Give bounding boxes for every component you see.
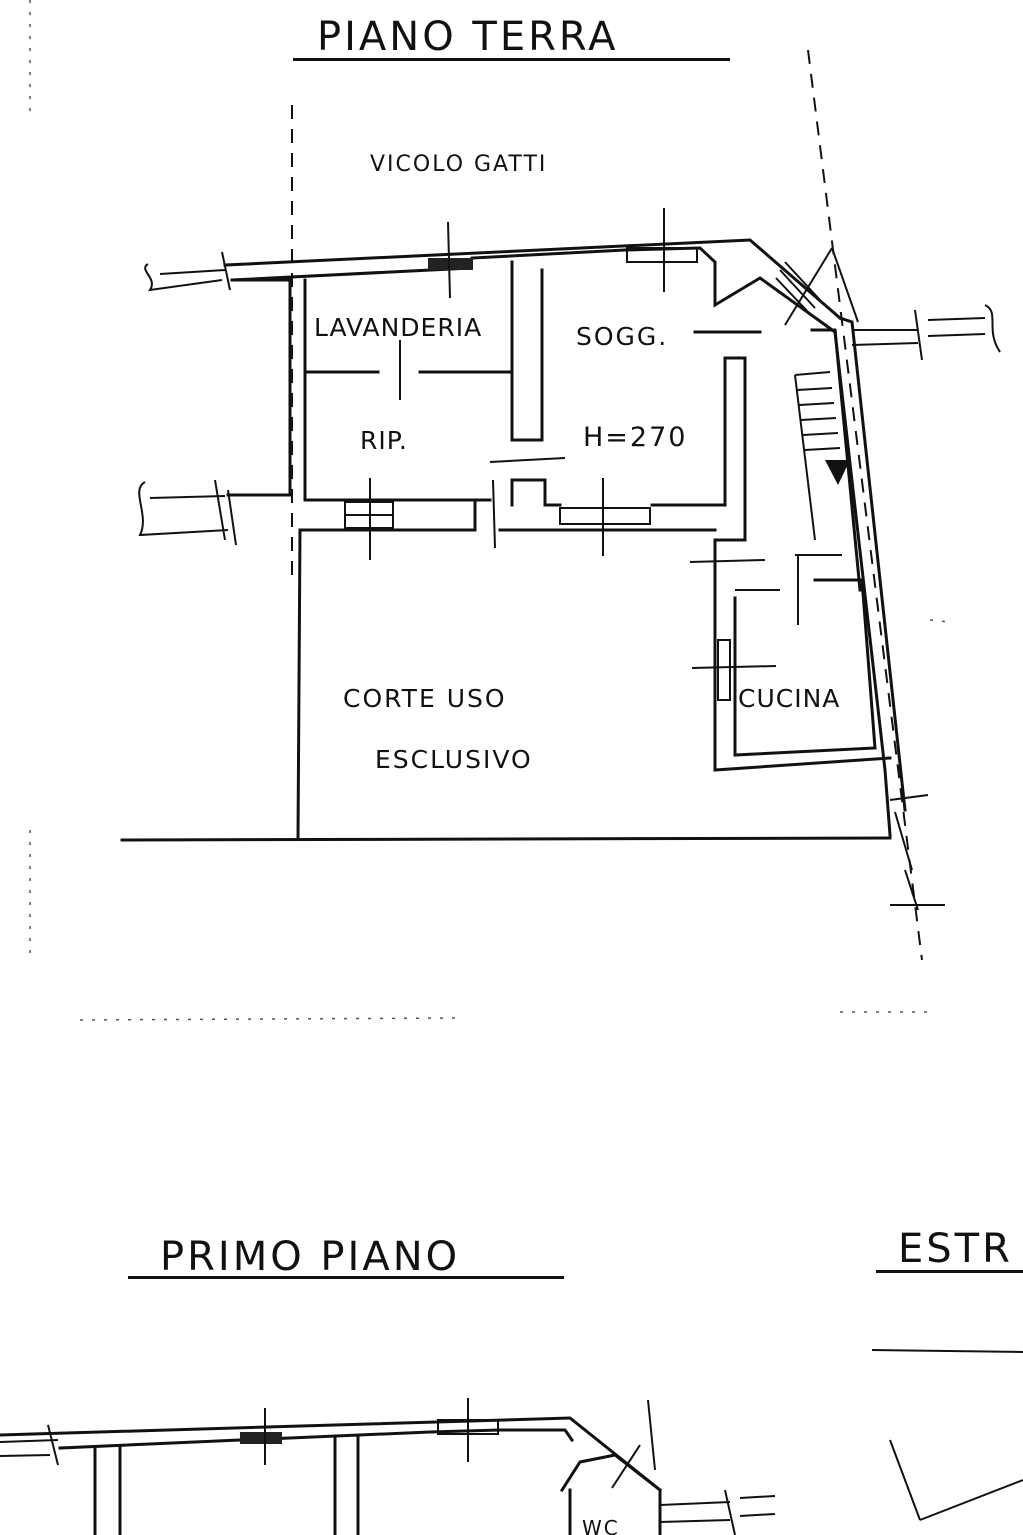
partial-plan-title: ESTR [898, 1226, 1013, 1272]
sogg-east-wall [713, 356, 747, 542]
room-label-wc: WC [582, 1516, 620, 1535]
room-label-ripostiglio: RIP. [360, 426, 408, 455]
window-rip [344, 478, 394, 560]
sogg-east-inner [650, 356, 727, 507]
room-label-lavanderia: LAVANDERIA [314, 313, 483, 342]
cucina-door-top [689, 559, 766, 563]
first-floor-title: PRIMO PIANO [160, 1234, 461, 1280]
cucina-window-line [691, 665, 777, 669]
ff-wall-west [93, 1446, 122, 1535]
south-door-mark [492, 479, 496, 549]
partition-lav-sogg [510, 260, 544, 442]
ff-window-1 [240, 1408, 282, 1465]
room-label-soggiorno: SOGG. [576, 322, 669, 351]
ff-break-west [0, 1424, 59, 1466]
cucina-inner-wall [733, 578, 877, 757]
cucina-outer-wall [713, 538, 892, 772]
east-wall-inner [833, 330, 892, 837]
ground-floor-plan [120, 49, 1001, 961]
cucina-window [717, 639, 731, 701]
break-line-nw [159, 251, 231, 291]
break-symbol-e [984, 304, 1001, 353]
first-floor-plan [0, 1398, 776, 1535]
corner-window [775, 247, 859, 326]
first-floor-title-underline [128, 1276, 564, 1279]
east-wall-outer [838, 316, 907, 812]
ff-break-east [659, 1489, 776, 1535]
room-height-label: H=270 [583, 422, 688, 453]
window-soggiorno [626, 208, 698, 292]
west-wall [226, 278, 292, 497]
ff-window-2 [437, 1398, 499, 1462]
east-neighbor-wall [851, 329, 919, 346]
partial-plan-title-underline [876, 1270, 1023, 1273]
south-wall-chimney [510, 478, 562, 507]
estratto-partial-plan [871, 1349, 1023, 1521]
property-axis-right [807, 49, 923, 961]
court-label-line2: ESCLUSIVO [375, 745, 533, 774]
window-sogg-south [559, 478, 651, 556]
court-label-line1: CORTE USO [343, 684, 507, 713]
break-line-w [149, 479, 237, 546]
estr-shape [889, 1439, 1023, 1521]
ff-corner-mark [611, 1399, 656, 1489]
window-lavanderia [428, 221, 473, 299]
north-wall-outer [223, 238, 843, 321]
room-label-cucina: CUCINA [738, 684, 841, 713]
break-symbol-w [138, 481, 229, 537]
street-label: VICOLO GATTI [370, 152, 548, 177]
ff-north-wall-inner [58, 1428, 575, 1450]
estr-line [871, 1349, 1023, 1353]
court-west-boundary [296, 528, 302, 840]
ff-wall-middle [333, 1434, 360, 1535]
break-line-se [889, 794, 945, 911]
stair-wall-west [810, 328, 862, 592]
staircase [794, 371, 850, 541]
rip-door-line [489, 457, 566, 463]
break-line-e [914, 309, 986, 361]
south-wall-west [298, 498, 477, 532]
scan-noise [29, 0, 951, 1021]
ground-floor-title: PIANO TERRA [317, 14, 619, 60]
court-south-boundary [120, 836, 892, 842]
break-symbol-nw [144, 263, 223, 292]
ground-floor-title-underline [293, 58, 730, 61]
